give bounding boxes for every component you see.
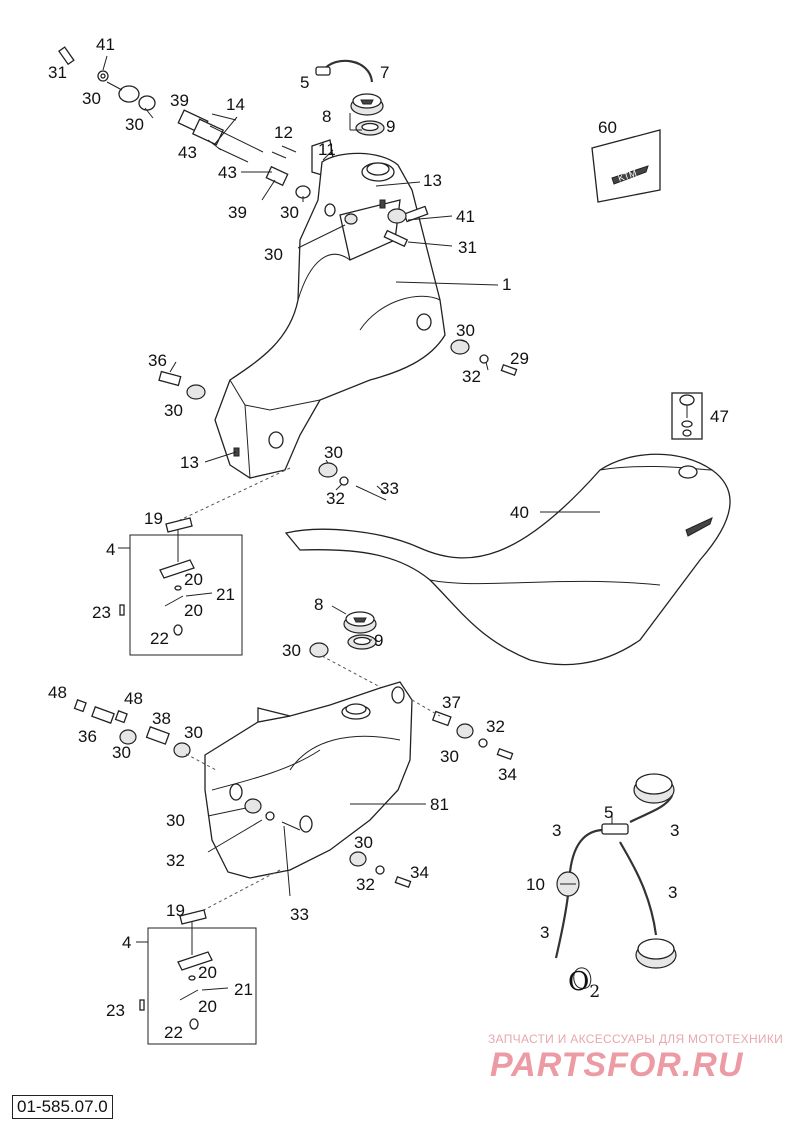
callout-10: 10 bbox=[526, 875, 545, 894]
callout-39: 39 bbox=[228, 203, 247, 222]
mount-kit-upper bbox=[118, 517, 243, 656]
callout-30: 30 bbox=[184, 723, 203, 742]
callout-23: 23 bbox=[106, 1001, 125, 1020]
fuel-line-assembly bbox=[554, 773, 677, 989]
tank-cap-lower bbox=[309, 605, 383, 689]
callout-20: 20 bbox=[198, 963, 217, 982]
callout-13: 13 bbox=[180, 453, 199, 472]
callout-37: 37 bbox=[442, 693, 461, 712]
callout-32: 32 bbox=[166, 851, 185, 870]
tank-1-fasteners bbox=[158, 181, 518, 521]
callout-36: 36 bbox=[148, 351, 167, 370]
callout-48: 48 bbox=[124, 689, 143, 708]
callout-38: 38 bbox=[152, 709, 171, 728]
top-left-hardware bbox=[58, 46, 334, 202]
callout-14: 14 bbox=[226, 95, 245, 114]
callout-3: 3 bbox=[540, 923, 549, 942]
callout-43: 43 bbox=[178, 143, 197, 162]
diagram-code: 01-585.07.0 bbox=[12, 1095, 113, 1119]
callout-30: 30 bbox=[82, 89, 101, 108]
callout-47: 47 bbox=[710, 407, 729, 426]
fuel-tank-81 bbox=[204, 681, 426, 879]
callout-40: 40 bbox=[510, 503, 529, 522]
callout-30: 30 bbox=[164, 401, 183, 420]
callout-41: 41 bbox=[96, 35, 115, 54]
callout-30: 30 bbox=[456, 321, 475, 340]
top-cap-and-vent-hose bbox=[315, 59, 385, 136]
callout-41: 41 bbox=[456, 207, 475, 226]
callout-31: 31 bbox=[458, 238, 477, 257]
callout-20: 20 bbox=[184, 570, 203, 589]
callout-22: 22 bbox=[164, 1023, 183, 1042]
callout-5: 5 bbox=[604, 803, 613, 822]
callout-30: 30 bbox=[280, 203, 299, 222]
mount-kit-lower bbox=[136, 909, 257, 1045]
variant-mark: O2 bbox=[568, 967, 600, 1002]
callout-30: 30 bbox=[112, 743, 131, 762]
callout-48: 48 bbox=[48, 683, 67, 702]
watermark-tagline: ЗАПЧАСТИ И АКСЕССУАРЫ ДЛЯ МОТОТЕХНИКИ bbox=[488, 1032, 784, 1046]
callout-19: 19 bbox=[144, 509, 163, 528]
callout-1: 1 bbox=[502, 275, 511, 294]
callout-30: 30 bbox=[440, 747, 459, 766]
callout-33: 33 bbox=[380, 479, 399, 498]
callout-9: 9 bbox=[374, 631, 383, 650]
callout-22: 22 bbox=[150, 629, 169, 648]
seat bbox=[284, 453, 731, 666]
callout-32: 32 bbox=[356, 875, 375, 894]
fuel-tank-1 bbox=[214, 152, 446, 479]
callout-21: 21 bbox=[216, 585, 235, 604]
callout-8: 8 bbox=[314, 595, 323, 614]
callout-3: 3 bbox=[670, 821, 679, 840]
callout-labels: 41 31 30 30 39 14 43 43 39 5 7 8 9 12 11… bbox=[48, 35, 729, 1042]
callout-30: 30 bbox=[166, 811, 185, 830]
callout-3: 3 bbox=[552, 821, 561, 840]
callout-5: 5 bbox=[300, 73, 309, 92]
callout-13: 13 bbox=[423, 171, 442, 190]
callout-34: 34 bbox=[498, 765, 517, 784]
callout-23: 23 bbox=[92, 603, 111, 622]
callout-43: 43 bbox=[218, 163, 237, 182]
callout-30: 30 bbox=[324, 443, 343, 462]
callout-11: 11 bbox=[318, 140, 336, 159]
callout-30: 30 bbox=[264, 245, 283, 264]
callout-32: 32 bbox=[326, 489, 345, 508]
callout-4: 4 bbox=[122, 933, 131, 952]
callout-30: 30 bbox=[354, 833, 373, 852]
callout-4: 4 bbox=[106, 540, 115, 559]
callout-32: 32 bbox=[462, 367, 481, 386]
watermark-brand: PARTSFOR.RU bbox=[490, 1046, 744, 1084]
callout-12: 12 bbox=[274, 123, 293, 142]
callout-20: 20 bbox=[184, 601, 203, 620]
callout-20: 20 bbox=[198, 997, 217, 1016]
callout-30: 30 bbox=[125, 115, 144, 134]
callout-7: 7 bbox=[380, 63, 389, 82]
tank-81-fasteners bbox=[73, 699, 514, 913]
callout-31: 31 bbox=[48, 63, 67, 82]
callout-32: 32 bbox=[486, 717, 505, 736]
callout-3: 3 bbox=[668, 883, 677, 902]
callout-39: 39 bbox=[170, 91, 189, 110]
callout-60: 60 bbox=[598, 118, 617, 137]
callout-30: 30 bbox=[282, 641, 301, 660]
callout-34: 34 bbox=[410, 863, 429, 882]
ktm-decal: KTM bbox=[591, 129, 661, 203]
callout-19: 19 bbox=[166, 901, 185, 920]
callout-36: 36 bbox=[78, 727, 97, 746]
callout-21: 21 bbox=[234, 980, 253, 999]
seat-fastener-47 bbox=[671, 392, 703, 440]
callout-9: 9 bbox=[386, 117, 395, 136]
callout-33: 33 bbox=[290, 905, 309, 924]
callout-8: 8 bbox=[322, 107, 331, 126]
callout-81: 81 bbox=[430, 795, 449, 814]
callout-29: 29 bbox=[510, 349, 529, 368]
